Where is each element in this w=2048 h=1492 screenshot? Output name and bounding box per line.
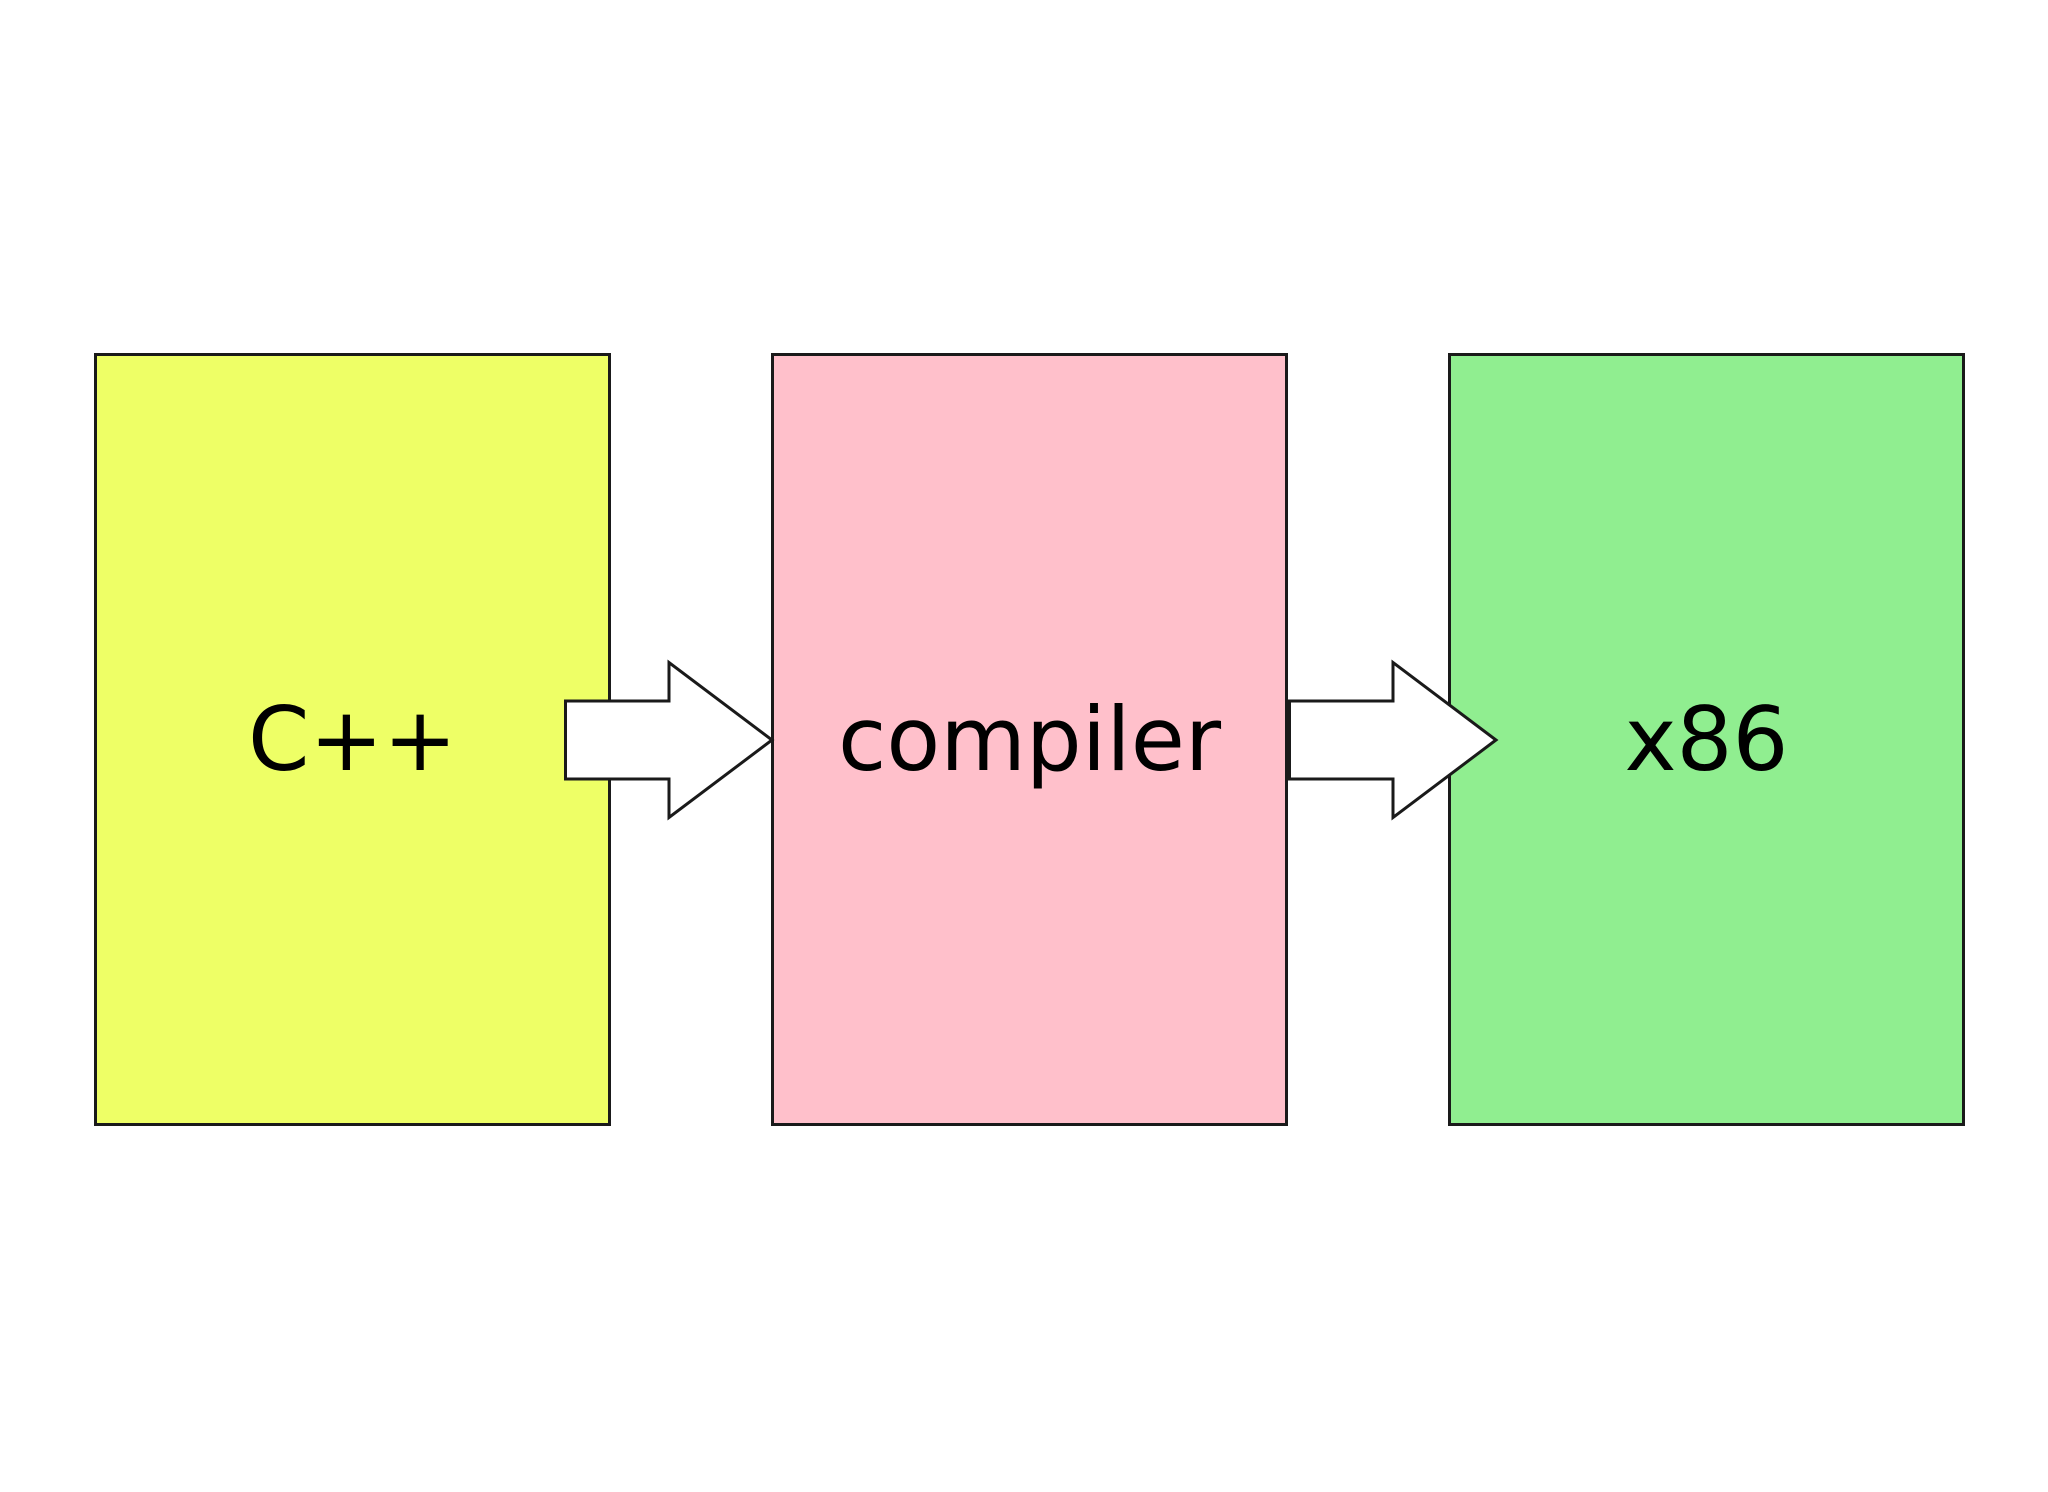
arrow-source-to-compiler	[564, 659, 775, 821]
source-language-box: C++	[94, 353, 611, 1126]
compiler-label: compiler	[837, 687, 1222, 791]
target-language-box: x86	[1448, 353, 1965, 1126]
arrow-right-icon	[564, 659, 775, 821]
target-language-label: x86	[1624, 687, 1789, 791]
arrow-right-icon	[1288, 659, 1499, 821]
source-language-label: C++	[248, 687, 457, 791]
compiler-box: compiler	[771, 353, 1288, 1126]
arrow-compiler-to-target	[1288, 659, 1499, 821]
